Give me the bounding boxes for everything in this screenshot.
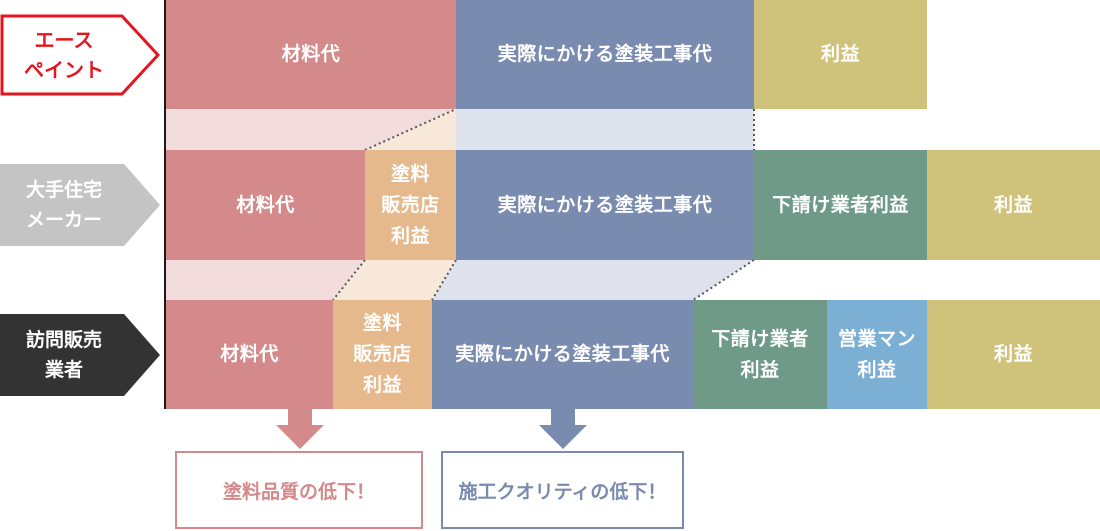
row3-subcontractor: 下請け業者 利益 [693, 300, 827, 409]
band-material-dealer-1 [365, 109, 456, 150]
dotted-line-2a [332, 259, 366, 301]
company-name-ace: エース ペイント [24, 28, 104, 82]
row2-dealer: 塗料 販売店 利益 [365, 150, 456, 260]
result-paint-quality: 塗料品質の低下！ [175, 451, 423, 529]
row3-sales: 営業マン 利益 [827, 300, 927, 409]
row3-profit: 利益 [927, 300, 1100, 409]
band-material-1 [166, 109, 365, 150]
band-dealer-2 [333, 260, 456, 300]
result-construction-quality: 施工クオリティの低下！ [441, 451, 684, 529]
company-name-doortodoor: 訪問販売 業者 [25, 329, 102, 381]
row2-subcontractor: 下請け業者利益 [754, 150, 927, 260]
band-construction-1 [456, 109, 754, 150]
down-arrow-material [276, 409, 324, 449]
company-label-housemaker: 大手住宅 メーカー [0, 164, 162, 246]
row3-material: 材料代 [166, 300, 333, 409]
doortodoor-arrow-shape [0, 314, 160, 396]
row1-profit: 利益 [754, 0, 927, 109]
band-construction-2 [432, 260, 754, 300]
row2-construction: 実際にかける塗装工事代 [456, 150, 754, 260]
ace-arrow-shape [0, 14, 161, 96]
dotted-line-2c [692, 259, 755, 301]
company-name-housemaker: 大手住宅 メーカー [25, 179, 102, 231]
band-material-2 [166, 260, 365, 300]
down-arrow-construction [539, 409, 587, 449]
row3-dealer: 塗料 販売店 利益 [333, 300, 432, 409]
dotted-line-1a [364, 108, 457, 151]
company-label-ace: エース ペイント [0, 14, 162, 96]
vertical-divider [164, 0, 166, 409]
company-label-doortodoor: 訪問販売 業者 [0, 314, 162, 396]
housemaker-arrow-shape [0, 164, 160, 246]
row2-profit: 利益 [927, 150, 1100, 260]
row2-material: 材料代 [166, 150, 365, 260]
row3-construction: 実際にかける塗装工事代 [432, 300, 693, 409]
row1-construction: 実際にかける塗装工事代 [456, 0, 754, 109]
row1-material: 材料代 [166, 0, 456, 109]
